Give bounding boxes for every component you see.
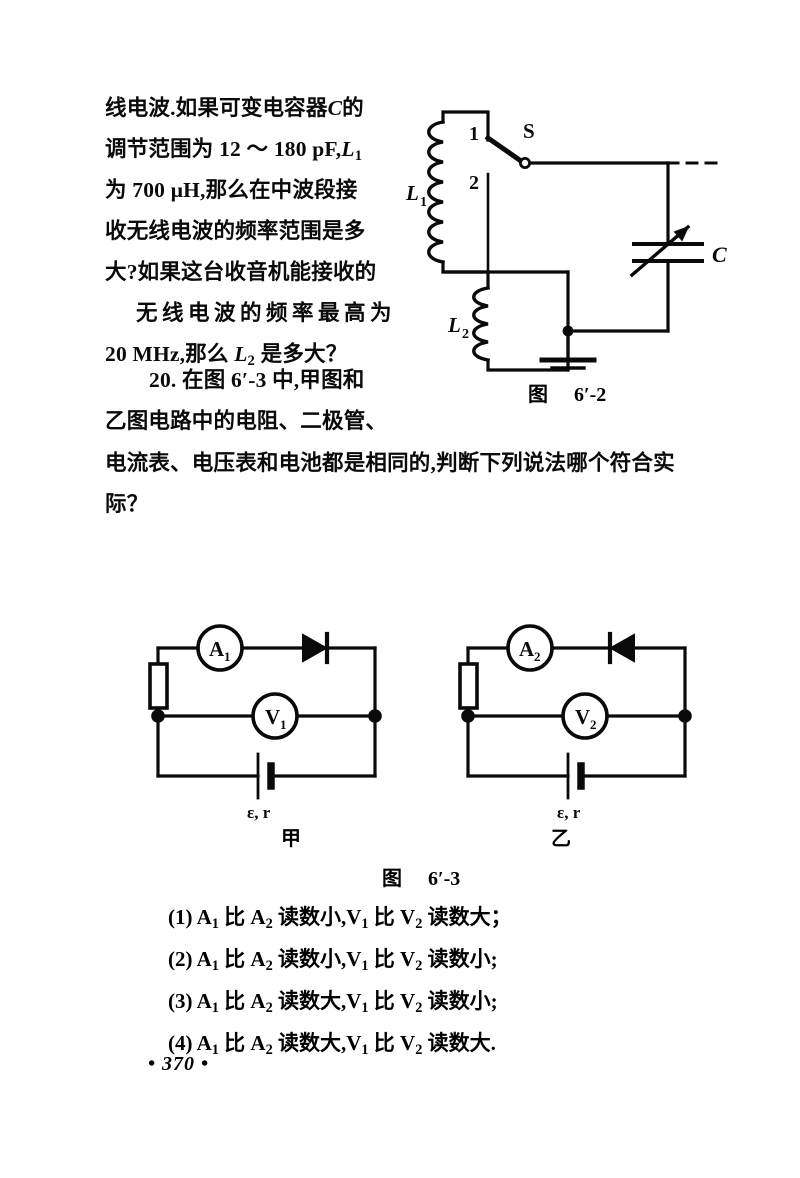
jia-diode-triangle [302,633,329,663]
switch-contact-node [519,157,532,170]
option-4: (4) A1 比 A2 读数大,V1 比 V2 读数大. [168,1031,496,1058]
p19-line-6: 无线电波的频率最高为 [135,301,396,325]
option-1: (1) A1 比 A2 读数小,V1 比 V2 读数大； [168,905,512,932]
label-L2: L [447,313,461,337]
jia-node-left [151,709,165,723]
yi-ammeter-label: A [519,637,535,661]
circuit-yi [458,624,687,800]
l2-coil-winding [472,286,490,362]
page-number: • 370 • [148,1053,210,1075]
p19-line-4: 收无线电波的频率范围是多 [105,219,366,243]
problem-20-options: (1) A1 比 A2 读数小,V1 比 V2 读数大； (2) A1 比 A2… [168,896,512,1064]
yi-ammeter-label-sub: 2 [534,649,541,664]
p19-line-3: 为 700 μH,那么在中波段接 [105,178,358,202]
jia-resistor-body [148,662,169,710]
label-L1-subscript: 1 [420,195,427,210]
switch-blade [484,134,525,165]
p19-line-5: 大?如果这台收音机能接收的 [105,260,377,284]
capacitor-variable-arrowhead [673,225,690,242]
figure-6-3-two-circuits: A 1 V 1 ε, r A 2 V 2 ε, r [140,620,720,850]
label-switch-S: S [523,119,535,143]
option-2: (2) A1 比 A2 读数小,V1 比 V2 读数小; [168,947,498,974]
p20-line-1: 20. 在图 6′-3 中,甲图和 [149,368,365,392]
figure-6-3-left-sublabel: 甲 [281,828,301,850]
paragraph-problem-20: 20. 在图 6′-3 中,甲图和 乙图电路中的电阻、二极管、 [105,360,427,442]
jia-ammeter-label-sub: 1 [224,649,231,664]
l1-top-lead [441,110,490,142]
label-capacitor-C: C [712,242,727,267]
figure-6-2-radio-tuner-circuit: L 1 1 2 S L 2 C [405,92,800,382]
option-3: (3) A1 比 A2 读数大,V1 比 V2 读数小; [168,989,498,1016]
yi-node-right [678,709,692,723]
p20-line-3: 电流表、电压表和电池都是相同的,判断下列说法哪个符合实 [105,451,675,475]
yi-diode-triangle [608,633,635,663]
l1-coil-winding [427,120,445,264]
l2-bottom-lead [486,358,570,372]
figure-6-3-right-sublabel: 乙 [551,828,571,850]
yi-battery-label: ε, r [557,803,581,822]
p19-line-1: 线电波.如果可变电容器C的 [105,96,364,120]
p20-line-4: 际？ [105,492,149,516]
p19-line-7: 20 MHz,那么 L2 是多大？ [105,342,348,370]
p19-line-2: 调节范围为 12 ～ 180 pF,L1 [105,137,363,165]
p20-line-2: 乙图电路中的电阻、二极管、 [105,409,388,433]
yi-voltmeter-label: V [575,705,590,729]
jia-ammeter-label: A [209,637,225,661]
label-tap-1: 1 [469,123,479,145]
ground-junction-dot [562,325,574,337]
paragraph-problem-19: 线电波.如果可变电容器C的 调节范围为 12 ～ 180 pF,L1 为 700… [105,88,427,375]
jia-battery-label: ε, r [247,803,271,822]
jia-voltmeter-label-sub: 1 [280,717,287,732]
yi-voltmeter-label-sub: 2 [590,717,597,732]
label-tap-2: 2 [469,172,479,194]
label-L1: L [405,181,419,205]
circuit-jia [148,624,377,800]
jia-voltmeter-label: V [265,705,280,729]
yi-node-left [461,709,475,723]
yi-resistor-body [458,662,479,710]
label-L2-subscript: 2 [462,327,469,342]
jia-node-right [368,709,382,723]
